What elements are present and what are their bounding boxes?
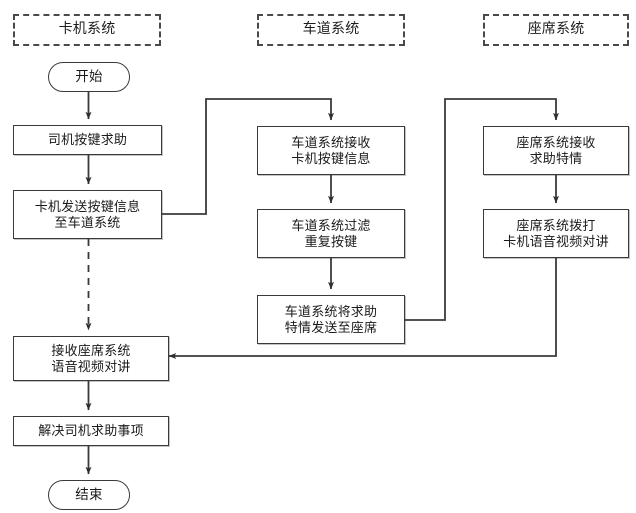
swimlane-title-agent-seat-system: 座席系统: [483, 14, 629, 46]
node-receive-agent-av: 接收座席系统 语音视频对讲: [13, 336, 169, 381]
node-card-send-key-info: 卡机发送按键信息 至车道系统: [13, 190, 162, 239]
node-lane-receive-key-info: 车道系统接收 卡机按键信息: [257, 126, 405, 175]
node-agent-dial-card-av: 座席系统拨打 卡机语音视频对讲: [483, 209, 629, 258]
node-agent-receive-event: 座席系统接收 求助特情: [483, 126, 629, 175]
node-start: 开始: [48, 62, 130, 92]
node-resolve-driver-request: 解决司机求助事项: [13, 416, 169, 446]
swimlane-title-lane-system: 车道系统: [257, 14, 405, 46]
node-driver-press-help: 司机按键求助: [13, 125, 162, 155]
swimlane-title-card-machine-system: 卡机系统: [13, 14, 161, 46]
node-lane-filter-repeat: 车道系统过滤 重复按键: [257, 209, 405, 258]
node-end: 结束: [48, 480, 130, 510]
node-lane-send-to-agent: 车道系统将求助 特情发送至座席: [257, 295, 405, 344]
